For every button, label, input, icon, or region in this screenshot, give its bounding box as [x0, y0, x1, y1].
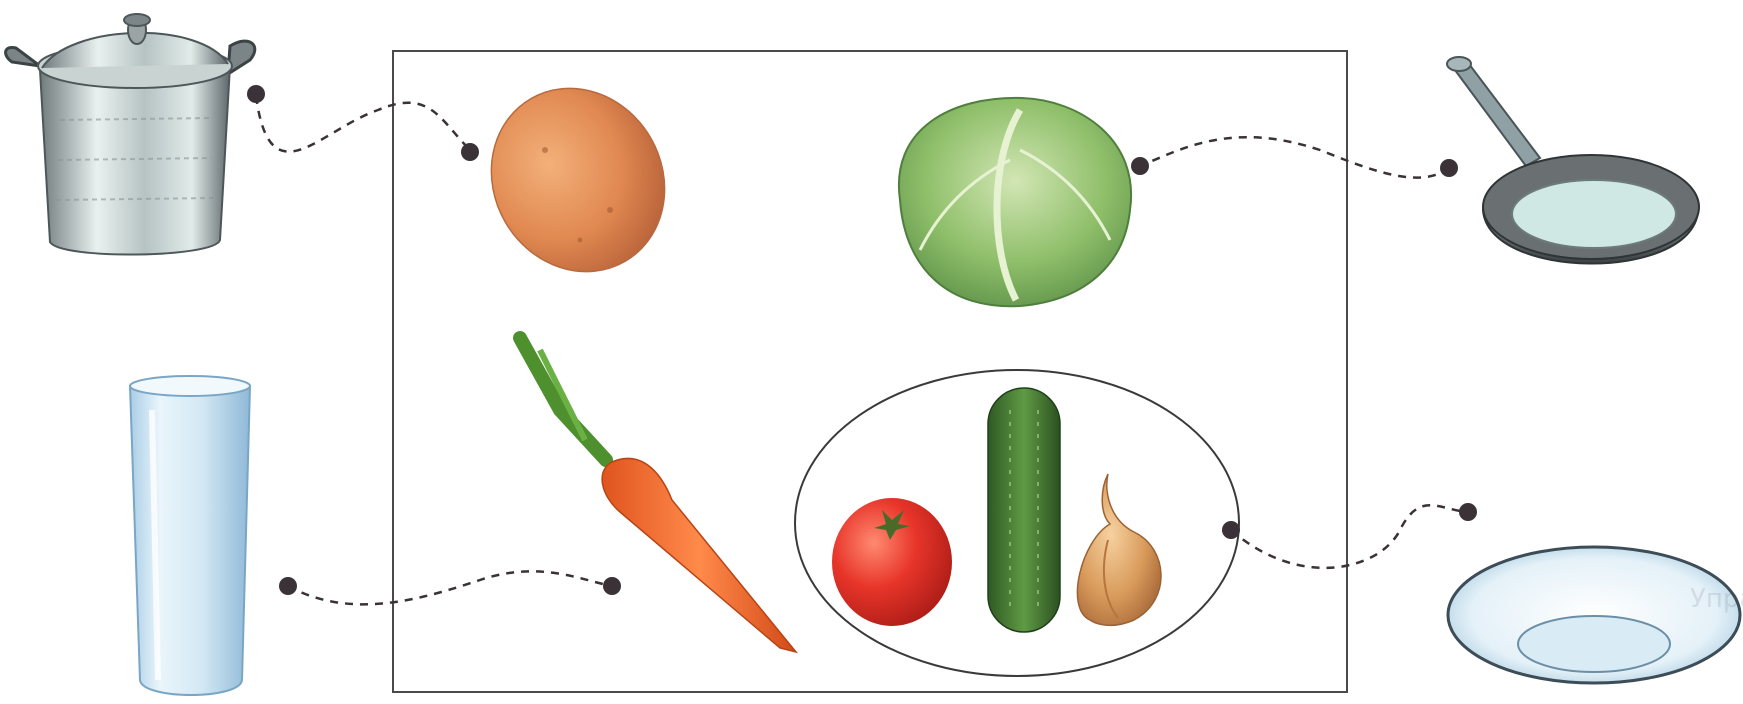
salad-group — [795, 370, 1239, 676]
cabbage-dot — [1131, 157, 1149, 175]
glass-dot — [279, 577, 297, 595]
cucumber — [988, 388, 1060, 632]
pan-cabbage-line — [1140, 137, 1449, 177]
drinking-glass — [130, 376, 250, 695]
pot-potato-line — [256, 96, 470, 152]
bleed-through-text: Упражнение «Повар» — [1690, 584, 1743, 614]
glass-carrot-line — [288, 571, 612, 604]
cabbage — [899, 98, 1131, 306]
frying-pan — [1447, 57, 1699, 264]
potato — [458, 57, 697, 304]
plate-salad-line — [1231, 505, 1468, 568]
onion — [1077, 474, 1161, 625]
tomato — [832, 498, 952, 626]
pot-dot — [247, 85, 265, 103]
cooking-pot — [6, 14, 255, 255]
potato-dot — [461, 143, 479, 161]
plate-dot — [1459, 503, 1477, 521]
carrot-dot — [603, 577, 621, 595]
salad-dot — [1222, 521, 1240, 539]
plate — [1448, 547, 1740, 683]
pan-dot — [1440, 159, 1458, 177]
carrot — [520, 338, 796, 652]
